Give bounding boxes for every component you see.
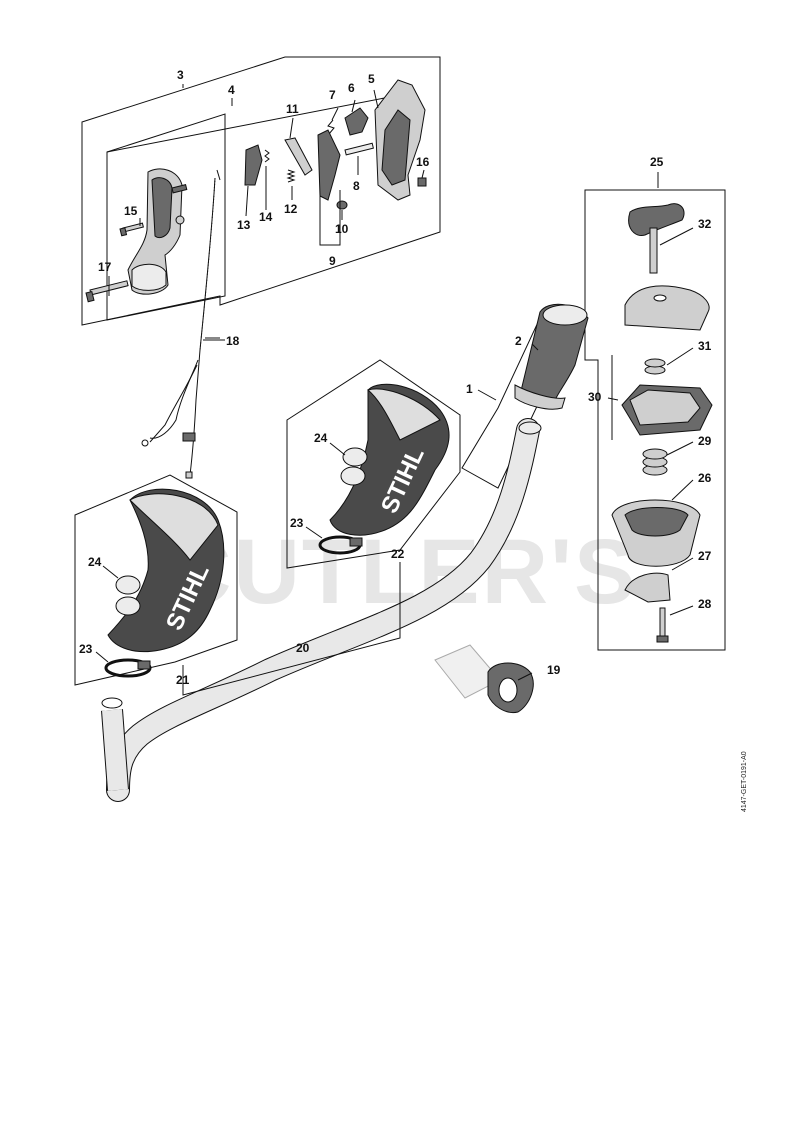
throttle-trigger-13 (244, 144, 263, 186)
label-23-lower: 23 (79, 642, 93, 656)
spring-14 (264, 149, 270, 163)
label-1: 1 (466, 382, 473, 396)
label-19: 19 (547, 663, 561, 677)
label-6: 6 (348, 81, 355, 95)
pin-8 (344, 142, 374, 156)
label-21: 21 (176, 673, 190, 687)
label-15: 15 (124, 204, 138, 218)
clamp-top (624, 285, 710, 331)
handle-tube-1 (101, 418, 542, 802)
label-32: 32 (698, 217, 712, 231)
spring-31 (644, 358, 666, 375)
bracket-27 (624, 572, 671, 603)
label-5: 5 (368, 72, 375, 86)
label-16: 16 (416, 155, 430, 169)
hose-clamp-23-upper (318, 535, 363, 555)
label-13: 13 (237, 218, 251, 232)
label-31: 31 (698, 339, 712, 353)
label-22: 22 (391, 547, 405, 561)
drawing-code: 4147-GET-0191-A0 (741, 751, 748, 812)
switch-6 (344, 107, 369, 136)
pads-24-upper (340, 447, 368, 486)
label-7: 7 (329, 88, 336, 102)
lever-9 (317, 129, 341, 201)
screw-15 (119, 222, 144, 237)
guard-22: STIHL (329, 383, 450, 536)
label-10: 10 (335, 222, 349, 236)
label-26: 26 (698, 471, 712, 485)
group-4-outline (106, 113, 226, 321)
handle-housing-left (127, 168, 188, 295)
label-12: 12 (284, 202, 298, 216)
label-18: 18 (226, 334, 240, 348)
throttle-cable-18 (141, 169, 225, 479)
group-4-bracket (106, 94, 401, 153)
group-20-bracket (182, 562, 401, 696)
nut-16 (417, 177, 427, 187)
clamp-base-30 (621, 384, 713, 436)
label-9: 9 (329, 254, 336, 268)
group-21-outline (74, 474, 238, 686)
part-labels: 3 4 5 6 7 11 8 16 15 13 14 12 10 9 17 18… (79, 68, 712, 687)
screw-28 (656, 607, 669, 643)
hose-clamp-23-lower (104, 658, 152, 678)
label-20: 20 (296, 641, 310, 655)
label-30: 30 (588, 390, 602, 404)
label-25: 25 (650, 155, 664, 169)
label-14: 14 (259, 210, 273, 224)
pads-24-lower (115, 575, 141, 616)
label-3: 3 (177, 68, 184, 82)
star-knob-32 (628, 203, 685, 274)
guard-21: STIHL (107, 488, 225, 653)
spring-12 (286, 169, 296, 183)
label-11: 11 (286, 102, 299, 116)
label-24-upper: 24 (314, 431, 328, 445)
label-23-upper: 23 (290, 516, 304, 530)
label-29: 29 (698, 434, 712, 448)
label-27: 27 (698, 549, 712, 563)
label-2: 2 (515, 334, 522, 348)
label-4: 4 (228, 83, 235, 97)
group-22-outline (286, 359, 461, 569)
grip-2 (514, 303, 589, 410)
group-3-outline (81, 56, 441, 326)
leader-lines (95, 89, 694, 681)
label-8: 8 (353, 179, 360, 193)
housing-half-5 (374, 79, 426, 201)
group-25-outline (584, 189, 726, 651)
tube-clip-19 (434, 644, 534, 714)
spring-29 (642, 448, 668, 476)
sleeve-10 (336, 200, 348, 210)
spring-7 (327, 119, 335, 135)
clamp-housing-26 (611, 499, 701, 567)
label-28: 28 (698, 597, 712, 611)
label-17: 17 (98, 260, 112, 274)
lever-11 (284, 137, 313, 176)
label-24-lower: 24 (88, 555, 102, 569)
